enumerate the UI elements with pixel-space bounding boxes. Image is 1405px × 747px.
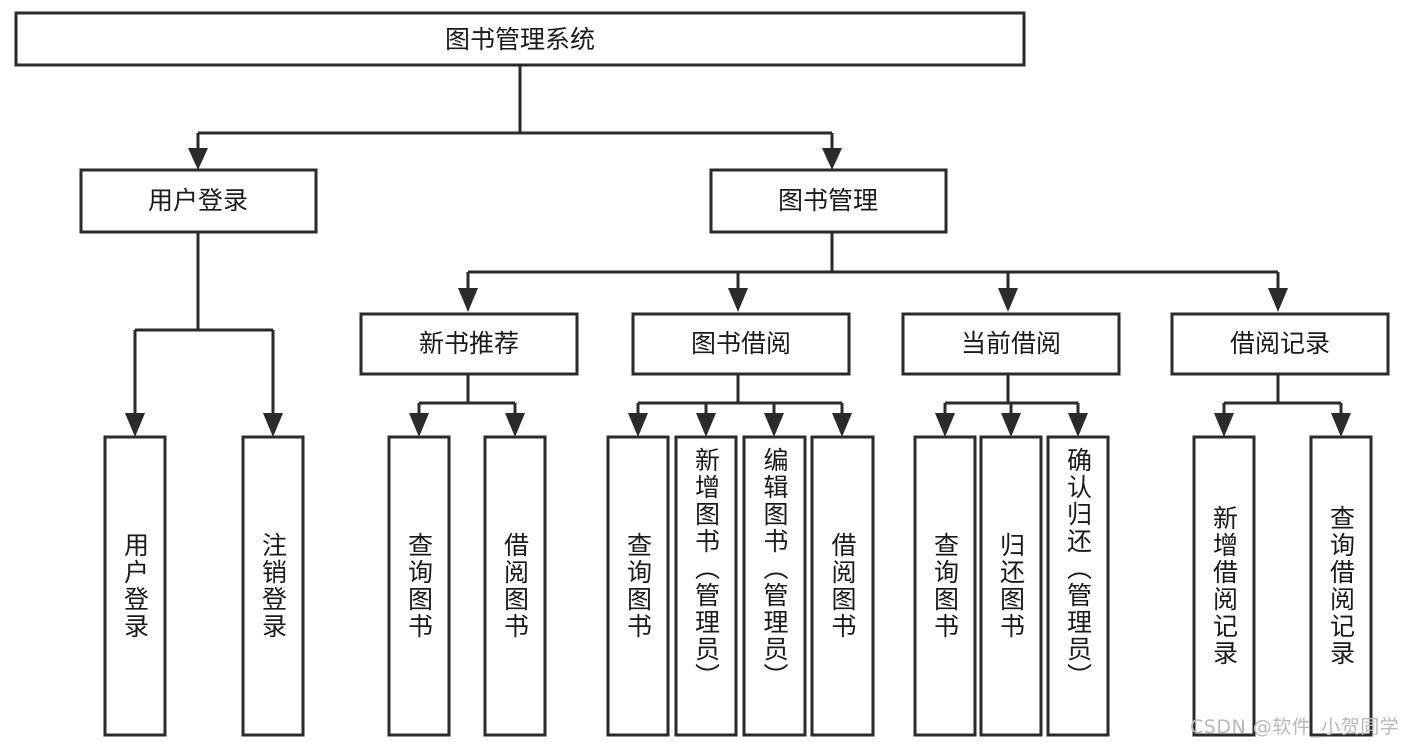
arrow-br-leaf-2: [1331, 413, 1351, 437]
arrow-bb-leaf-2: [696, 413, 716, 437]
node-box-current-borrow[interactable]: [901, 312, 1121, 376]
arrow-to-borrow-record: [1268, 288, 1288, 312]
csdn-watermark: CSDN @软件_小贺同学: [1190, 716, 1400, 738]
arrow-nb-leaf-1: [409, 413, 429, 437]
node-box-leaf-br-query[interactable]: [1309, 435, 1373, 737]
connector-group-book-manage: [458, 232, 1288, 312]
connector-group-user-login: [125, 232, 283, 437]
arrow-br-leaf-1: [1214, 413, 1234, 437]
arrow-bb-leaf-3: [764, 413, 784, 437]
node-box-book-manage[interactable]: [709, 168, 948, 234]
node-box-leaf-br-add[interactable]: [1192, 435, 1256, 737]
connector-group-new-book: [409, 375, 525, 437]
connector-group-root: [188, 65, 842, 170]
node-box-leaf-nb-query[interactable]: [387, 435, 451, 737]
node-label-book-manage: 图书管理: [778, 186, 878, 215]
node-box-leaf-bb-query[interactable]: [606, 435, 670, 737]
node-box-leaf-bb-edit[interactable]: [742, 435, 807, 737]
arrow-to-book-borrow: [728, 288, 748, 312]
arrow-cb-leaf-3: [1068, 413, 1088, 437]
node-box-leaf-bb-add[interactable]: [674, 435, 738, 737]
node-box-leaf-user-login[interactable]: [103, 435, 167, 737]
node-label-book-borrow: 图书借阅: [691, 329, 791, 358]
node-box-leaf-cb-query[interactable]: [913, 435, 977, 737]
node-box-root[interactable]: [14, 11, 1026, 67]
connector-group-borrow-record: [1214, 375, 1351, 437]
arrow-to-new-book: [458, 288, 478, 312]
node-box-user-login[interactable]: [79, 168, 318, 234]
node-box-leaf-cb-return[interactable]: [979, 435, 1043, 737]
arrow-to-user-login: [188, 148, 208, 170]
arrow-nb-leaf-2: [505, 413, 525, 437]
node-label-current-borrow: 当前借阅: [961, 329, 1061, 358]
node-label-new-book: 新书推荐: [419, 329, 519, 358]
node-box-leaf-nb-borrow[interactable]: [483, 435, 547, 737]
node-box-leaf-bb-borrow[interactable]: [810, 435, 875, 737]
arrow-cb-leaf-2: [1001, 413, 1021, 437]
arrow-to-current-borrow: [998, 288, 1018, 312]
node-label-user-login: 用户登录: [148, 186, 248, 215]
arrow-to-leaf-logout: [263, 413, 283, 437]
node-label-root: 图书管理系统: [445, 25, 595, 54]
node-box-borrow-record[interactable]: [1170, 312, 1390, 376]
node-box-leaf-logout[interactable]: [241, 435, 305, 737]
node-box-new-book[interactable]: [359, 312, 579, 376]
connector-group-book-borrow: [628, 375, 852, 437]
arrow-cb-leaf-1: [935, 413, 955, 437]
node-label-borrow-record: 借阅记录: [1230, 329, 1330, 358]
arrow-to-leaf-user-login: [125, 413, 145, 437]
arrow-bb-leaf-1: [628, 413, 648, 437]
connector-group-current-borrow: [935, 375, 1088, 437]
arrow-bb-leaf-4: [832, 413, 852, 437]
node-box-book-borrow[interactable]: [631, 312, 851, 376]
arrow-to-book-manage: [822, 148, 842, 170]
node-box-leaf-cb-confirm[interactable]: [1046, 435, 1110, 737]
